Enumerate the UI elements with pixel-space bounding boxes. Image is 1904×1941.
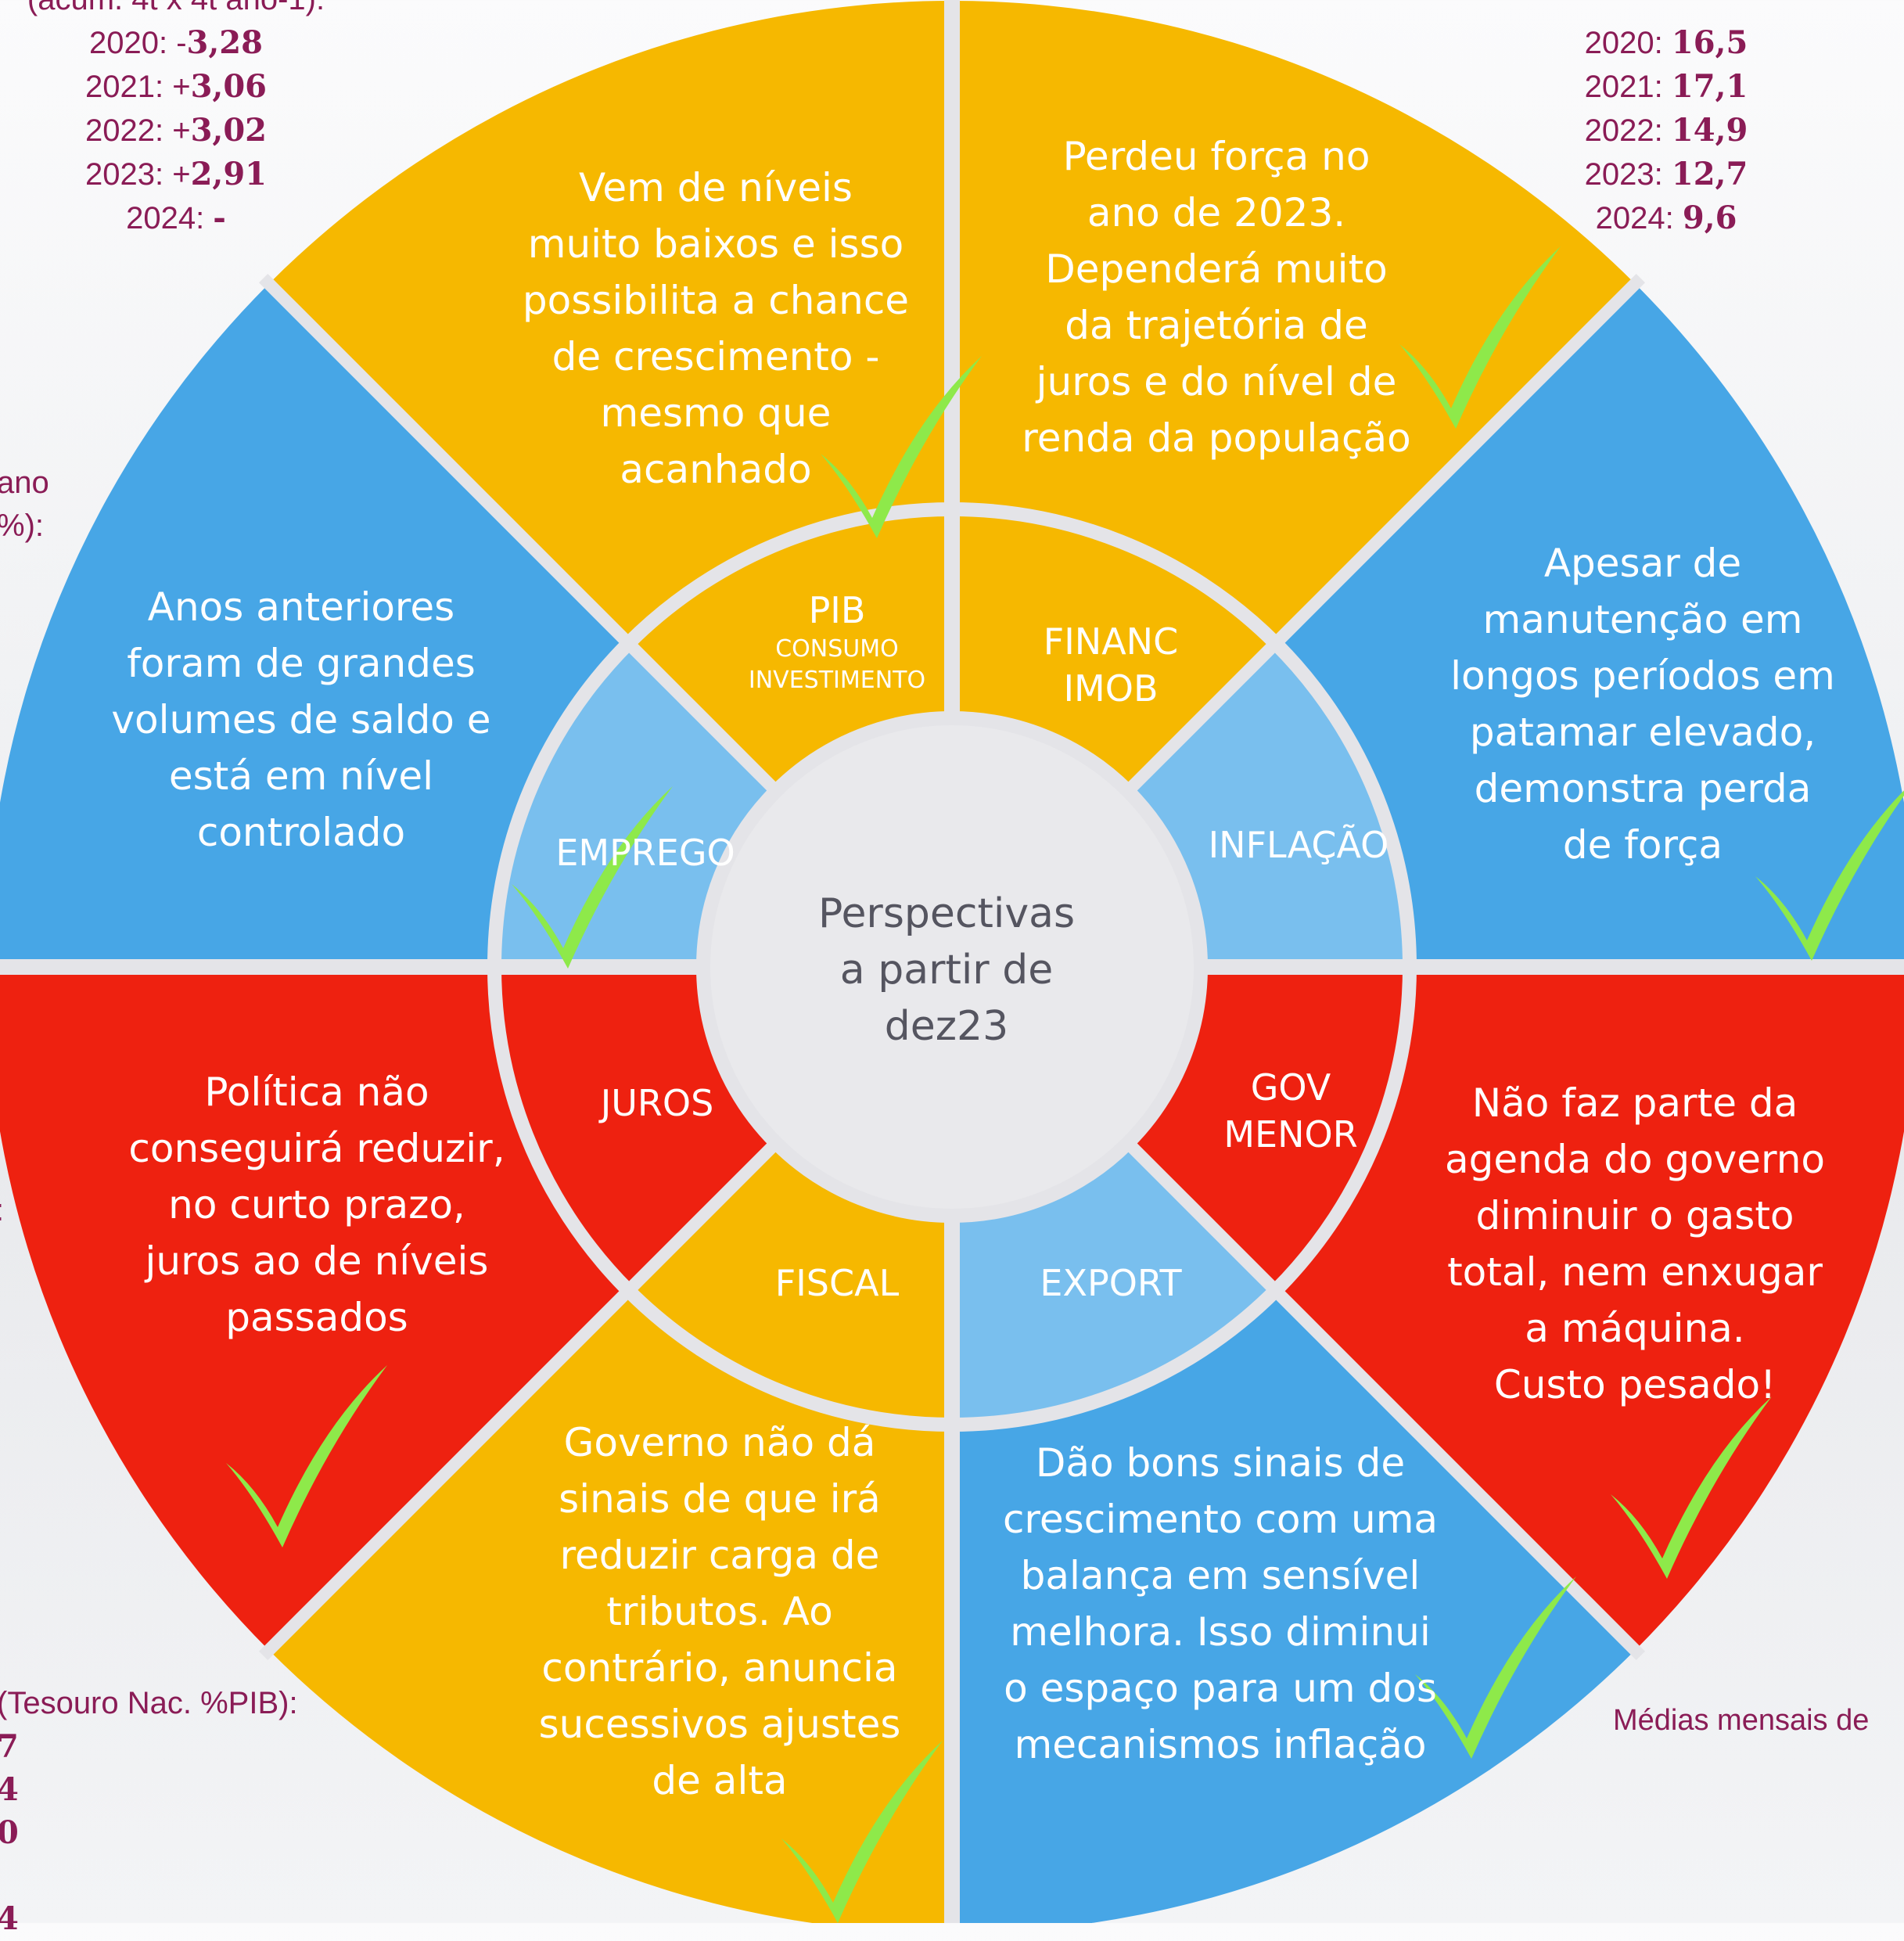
financing-note-year: 2023: (1584, 157, 1672, 192)
gdp-note-row: 2023: +2,91 (23, 153, 329, 196)
segment-separator (1123, 1138, 1646, 1661)
fiscal-outer-segment (268, 1290, 952, 1923)
gov-menor-label: GOV MENOR (1223, 1066, 1358, 1156)
segment-separator (258, 273, 781, 796)
gdp-note-row: 2021: +3,06 (23, 65, 329, 109)
gdp-note-value: 2,91 (190, 156, 267, 192)
financing-note-value: 17,1 (1671, 68, 1748, 105)
export-outer-text: Dão bons sinais de crescimento com uma b… (1002, 1440, 1439, 1767)
inflacao-outer-segment (1275, 283, 1904, 967)
fiscal-note-row: 0 (0, 1811, 325, 1854)
gdp-note-value: 3,06 (190, 68, 267, 105)
juros-outer-segment (0, 967, 629, 1651)
pib-outer-segment (268, 1, 952, 644)
export-label: EXPORT (1040, 1262, 1182, 1304)
check-icon (1755, 790, 1904, 961)
gdp-note-header: (acum. 4t x 4t ano-1): (23, 0, 329, 21)
gdp-note-year: 2023: + (85, 157, 191, 192)
pib-sublabel: CONSUMO INVESTIMENTO (748, 635, 926, 694)
fiscal-note-value: 7 (0, 1728, 19, 1765)
left-cut-colon: : (0, 1189, 4, 1232)
juros-label: JUROS (600, 1082, 714, 1124)
financing-note-value: 12,7 (1671, 156, 1748, 192)
inflacao-label: INFLAÇÃO (1208, 824, 1389, 866)
gdp-note-value: 3,28 (186, 24, 263, 61)
monthly-averages-note: Médias mensais de (1613, 1704, 1870, 1737)
gdp-note-value: - (213, 199, 226, 236)
fiscal-outer-text: Governo não dá sinais de que irá reduzir… (538, 1420, 901, 1803)
check-icon (512, 786, 673, 969)
check-icon (821, 356, 982, 538)
fiscal-note-row: 4 (0, 1897, 325, 1940)
fiscal-note-header: (Tesouro Nac. %PIB): (0, 1686, 298, 1720)
financing-note-year: 2024: (1595, 201, 1683, 235)
inflacao-outer-text: Apesar de manutenção em longos períodos … (1450, 541, 1835, 868)
fiscal-note-row: 4 (0, 1768, 325, 1811)
gdp-note-year: 2022: + (85, 113, 191, 148)
segment-separator (1123, 273, 1646, 796)
fiscal-label: FISCAL (774, 1262, 900, 1304)
financing-note-row: 2022: 14,9 (1572, 109, 1760, 153)
financing-note-value: 9,6 (1682, 199, 1737, 236)
financing-note-value: 16,5 (1671, 24, 1748, 61)
export-outer-segment (952, 1290, 1636, 1923)
gdp-note-row: 2022: +3,02 (23, 109, 329, 153)
center-circle (696, 711, 1208, 1223)
emprego-label: EMPREGO (555, 832, 735, 874)
gdp-note-row: 2020: -3,28 (23, 21, 329, 65)
left-cut-line2: %): (0, 509, 44, 543)
left-cut-line1: ano (0, 465, 49, 500)
financ-imob-label: FINANC IMOB (1043, 620, 1179, 710)
gdp-note-value: 3,02 (190, 112, 267, 149)
check-icon (1399, 246, 1561, 429)
emprego-outer-text: Anos anteriores foram de grandes volumes… (111, 584, 491, 855)
pib-label-main: PIB (808, 589, 866, 631)
gdp-note-year: 2024: (126, 201, 214, 235)
pib-label: PIB CONSUMO INVESTIMENTO (688, 579, 986, 704)
left-cut-note: ano %): (0, 462, 59, 548)
check-icon (1415, 1576, 1576, 1759)
financing-note-year: 2021: (1584, 70, 1672, 104)
gov-menor-outer-segment (1275, 967, 1904, 1651)
financing-note-row: 2021: 17,1 (1572, 65, 1760, 109)
financing-note-year: 2020: (1584, 26, 1672, 60)
gdp-growth-note: (acum. 4t x 4t ano-1): 2020: -3,282021: … (23, 0, 329, 240)
segment-separator (258, 1138, 781, 1661)
fiscal-note-value: 4 (0, 1771, 19, 1808)
center-title: Perspectivas a partir de dez23 (817, 890, 1076, 1050)
emprego-outer-segment (0, 283, 629, 967)
pib-outer-text: Vem de níveis muito baixos e isso possib… (522, 165, 910, 492)
financing-note-year: 2022: (1584, 113, 1672, 148)
fiscal-note-value: 4 (0, 1900, 19, 1937)
check-icon (226, 1365, 387, 1547)
fiscal-note: (Tesouro Nac. %PIB): 7 4 0 4 (0, 1682, 325, 1940)
fiscal-note-value: 0 (0, 1814, 19, 1851)
financ-imob-outer-text: Perdeu força no ano de 2023. Dependerá m… (1022, 134, 1411, 461)
fiscal-note-row: 7 (0, 1725, 325, 1768)
financing-note-row: 2020: 16,5 (1572, 21, 1760, 65)
financing-note-row: 2024: 9,6 (1572, 196, 1760, 240)
juros-outer-text: Política não conseguirá reduzir, no curt… (128, 1069, 505, 1340)
gdp-note-year: 2020: - (89, 26, 187, 60)
gdp-note-row: 2024: - (23, 196, 329, 240)
gov-menor-outer-text: Não faz parte da agenda do governo dimin… (1445, 1080, 1825, 1407)
check-icon (1611, 1396, 1772, 1579)
financing-note-row: 2023: 12,7 (1572, 153, 1760, 196)
gdp-note-year: 2021: + (85, 70, 191, 104)
financing-note-value: 14,9 (1671, 112, 1748, 149)
fiscal-note-row (0, 1854, 325, 1897)
check-icon (781, 1741, 943, 1923)
financ-imob-outer-segment (952, 1, 1636, 644)
